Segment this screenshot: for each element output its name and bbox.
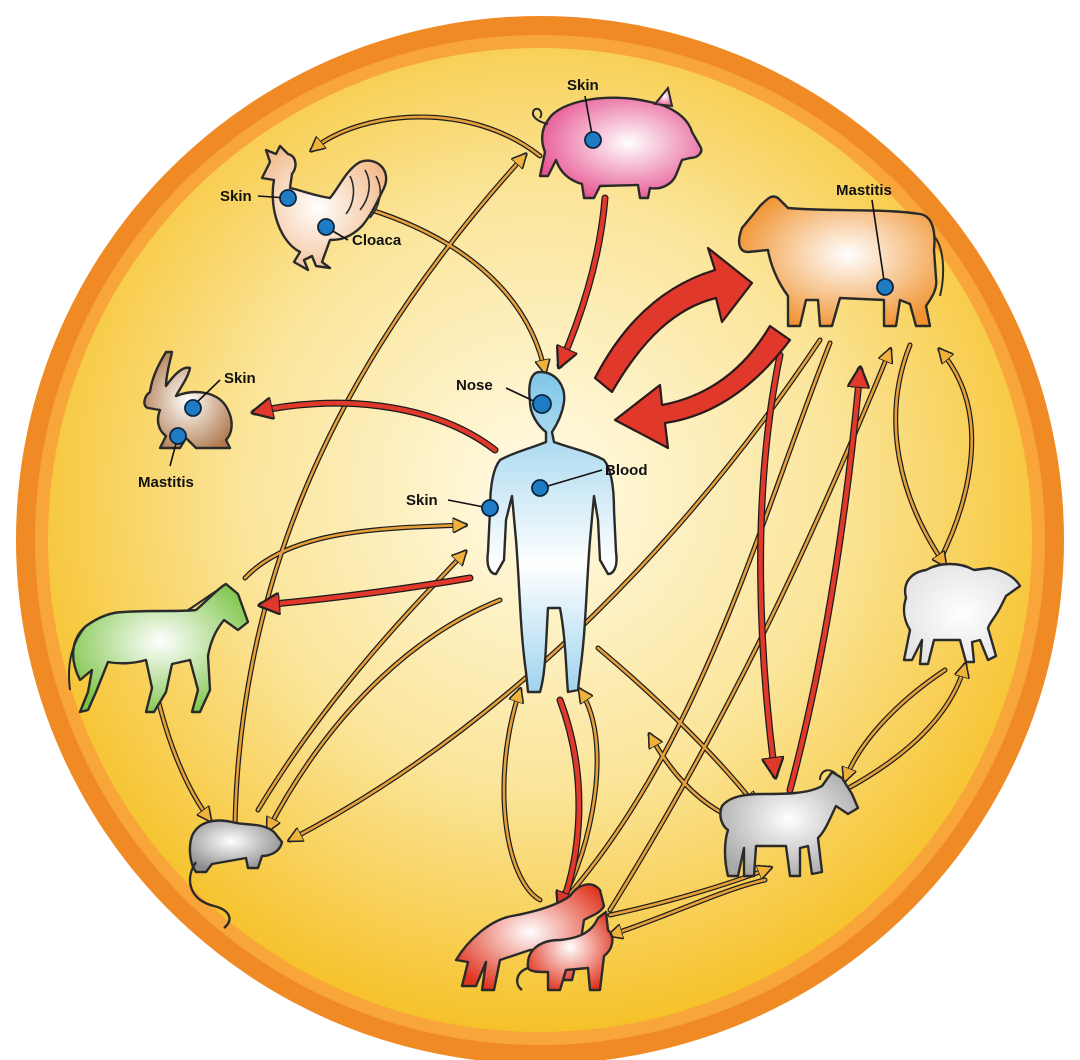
human-blood-label: Blood bbox=[605, 462, 648, 479]
human-nose-label: Nose bbox=[456, 377, 493, 394]
human-skin-label: Skin bbox=[406, 492, 438, 509]
chicken-cloaca-label: Cloaca bbox=[352, 232, 402, 249]
chicken-skin-label: Skin bbox=[220, 188, 252, 205]
cow-mastitis-label: Mastitis bbox=[836, 182, 892, 199]
pig-skin-label: Skin bbox=[567, 77, 599, 94]
rabbit-mastitis-label: Mastitis bbox=[138, 474, 194, 491]
rabbit-skin-label: Skin bbox=[224, 370, 256, 387]
